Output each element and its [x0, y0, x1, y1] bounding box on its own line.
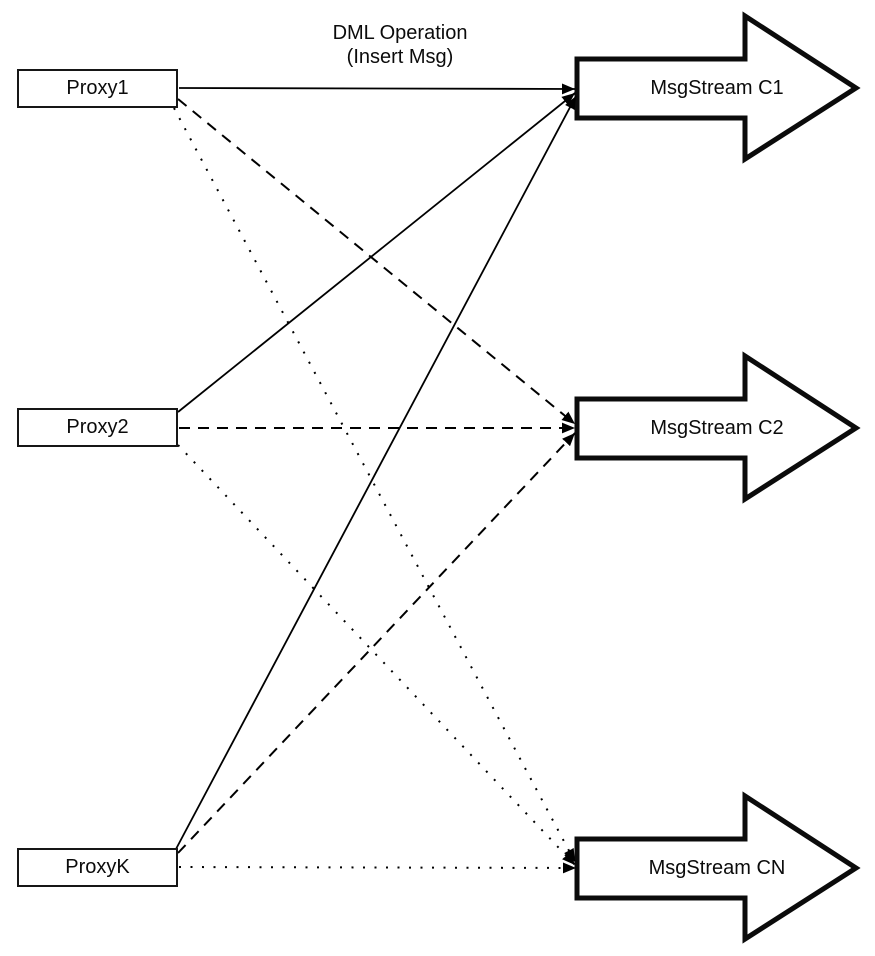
edge-proxy2-cn: [177, 444, 576, 866]
diagram-title-line1: DML Operation: [332, 22, 468, 44]
msgstream-c2-arrow-shape: [574, 351, 861, 504]
proxyk-label: ProxyK: [65, 856, 130, 878]
diagram-title: DML Operation (Insert Msg): [230, 21, 570, 69]
proxy1-box: Proxy1: [17, 69, 178, 108]
msgstream-c1-label: MsgStream C1: [650, 77, 784, 99]
proxy2-box: Proxy2: [17, 408, 178, 447]
edge-proxy1-cn: [173, 107, 576, 863]
proxy2-label: Proxy2: [66, 416, 129, 438]
diagram-title-line2: (Insert Msg): [346, 46, 454, 68]
edge-proxy1-c2: [177, 98, 576, 425]
msgstream-cn-arrow-shape: [574, 791, 861, 944]
edge-proxy1-c1: [178, 83, 576, 95]
edge-proxyk-cn: [178, 862, 577, 874]
edge-proxyk-c1: [175, 95, 577, 850]
edge-proxy2-c1: [177, 92, 576, 413]
msgstream-cn-label: MsgStream CN: [648, 857, 786, 879]
edge-proxyk-c2: [177, 432, 576, 854]
msgstream-c2-label: MsgStream C2: [650, 417, 784, 439]
proxyk-box: ProxyK: [17, 848, 178, 887]
proxy1-label: Proxy1: [66, 77, 129, 99]
msgstream-c1-arrow-shape: [574, 11, 861, 164]
